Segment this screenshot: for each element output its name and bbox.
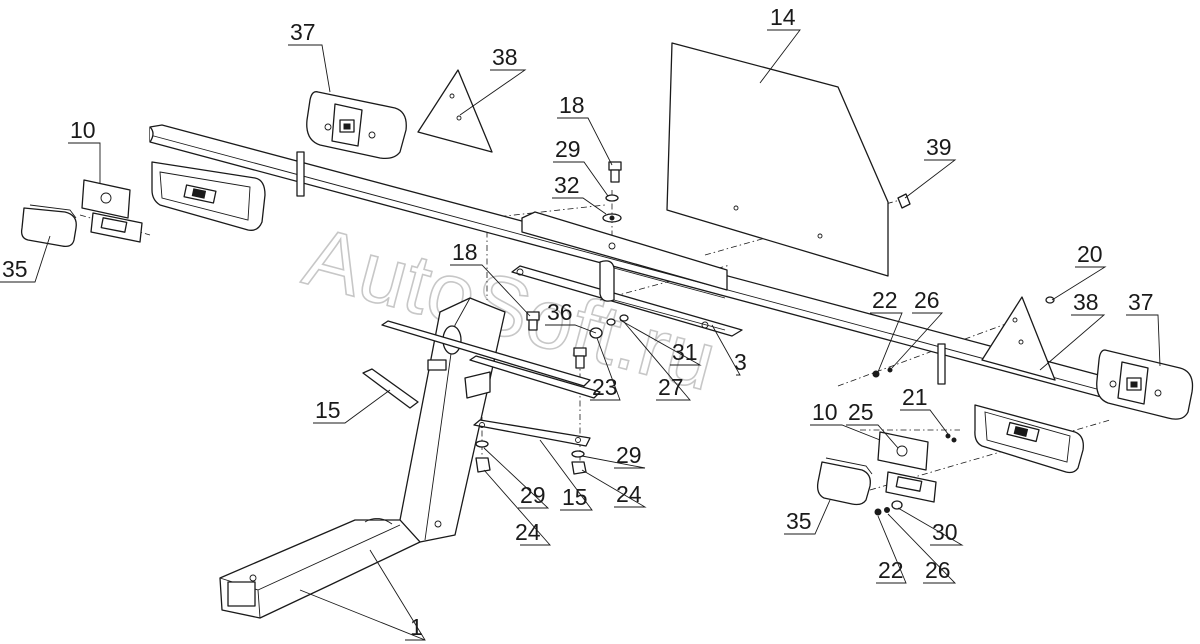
callout-29-top: 29 xyxy=(555,136,581,162)
callout-18-left: 18 xyxy=(452,239,478,265)
callout-3: 3 xyxy=(734,349,747,375)
left-plate-10 xyxy=(81,179,143,243)
callout-35-left: 35 xyxy=(2,256,28,282)
right-plate-10 xyxy=(877,431,937,503)
callout-37-left: 37 xyxy=(290,19,316,45)
callout-labels: 37 38 14 10 35 18 29 32 39 18 36 31 3 23… xyxy=(2,4,1154,640)
callout-15-lower: 15 xyxy=(562,484,588,510)
callout-27: 27 xyxy=(658,374,684,400)
plate-14 xyxy=(666,42,889,277)
callout-1: 1 xyxy=(410,614,423,640)
callout-22-lower: 22 xyxy=(878,557,904,583)
callout-35-right: 35 xyxy=(786,508,812,534)
callout-39: 39 xyxy=(926,134,952,160)
tie-bar-15-left xyxy=(362,368,419,409)
callout-29-lower-left: 29 xyxy=(520,482,546,508)
callout-10-left: 10 xyxy=(70,117,96,143)
leader-lines xyxy=(0,29,1161,641)
tie-bar-upper xyxy=(381,320,601,399)
callout-15-left: 15 xyxy=(315,397,341,423)
callout-26-lower: 26 xyxy=(925,557,951,583)
callout-26-upper: 26 xyxy=(914,287,940,313)
right-lamp-bracket xyxy=(974,404,1084,474)
callout-24-left: 24 xyxy=(515,519,541,545)
callout-10-right: 10 xyxy=(812,399,838,425)
fasteners xyxy=(475,161,1055,516)
left-lamp-bracket xyxy=(151,161,266,231)
callout-29-lower-right: 29 xyxy=(616,442,642,468)
callout-38-left: 38 xyxy=(492,44,518,70)
callout-31: 31 xyxy=(672,339,698,365)
callout-23: 23 xyxy=(592,374,618,400)
callout-25: 25 xyxy=(848,399,874,425)
tie-bar-15-lower xyxy=(473,419,591,447)
callout-37-right: 37 xyxy=(1128,289,1154,315)
callout-36: 36 xyxy=(547,299,573,325)
callout-21: 21 xyxy=(902,384,928,410)
right-lens-35 xyxy=(816,457,873,506)
callout-22-upper: 22 xyxy=(872,287,898,313)
callout-14: 14 xyxy=(770,4,796,30)
left-reflector-38 xyxy=(417,69,493,153)
mounting-bracket-3 xyxy=(511,211,743,337)
callout-30: 30 xyxy=(932,519,958,545)
left-lamp-37 xyxy=(306,91,407,160)
callout-38-right: 38 xyxy=(1073,289,1099,315)
callout-20: 20 xyxy=(1077,241,1103,267)
callout-18-top: 18 xyxy=(559,92,585,118)
left-lens-35 xyxy=(20,204,77,248)
right-reflector-38 xyxy=(981,296,1056,381)
callout-32: 32 xyxy=(554,172,580,198)
callout-24-right: 24 xyxy=(616,481,642,507)
right-lamp-37 xyxy=(1096,349,1194,420)
